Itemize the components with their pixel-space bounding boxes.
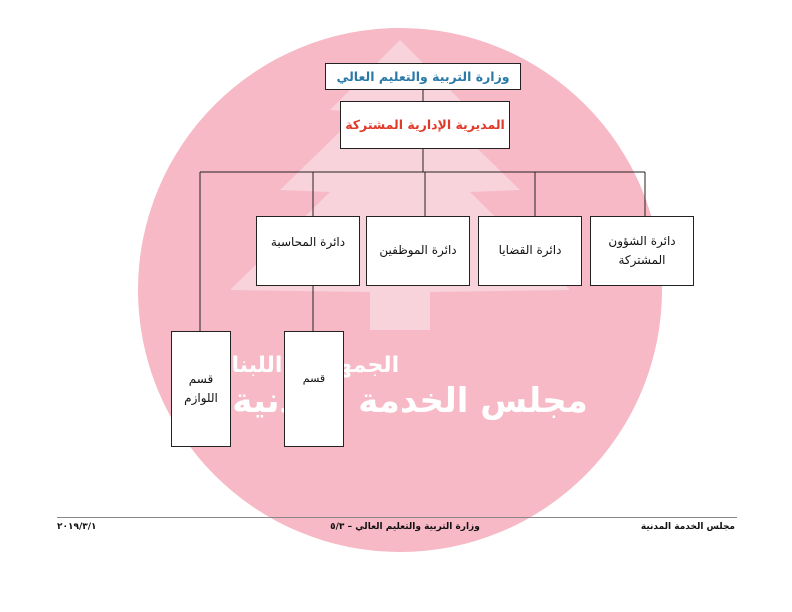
section-supplies: قسم اللوازم bbox=[171, 331, 231, 447]
department-personnel: دائرة الموظفين bbox=[366, 216, 470, 286]
department-label: دائرة الشؤون bbox=[608, 233, 676, 248]
directorate-box: المديرية الإدارية المشتركة bbox=[340, 101, 510, 149]
department-common-affairs: دائرة الشؤون المشتركة bbox=[590, 216, 694, 286]
section-label: قسم bbox=[302, 372, 326, 385]
ministry-label: وزارة التربية والتعليم العالي bbox=[336, 68, 510, 84]
department-label: دائرة القضايا bbox=[498, 243, 562, 258]
department-accounting: دائرة المحاسبة bbox=[256, 216, 360, 286]
footer-organization: مجلس الخدمة المدنية bbox=[640, 522, 735, 532]
department-litigation: دائرة القضايا bbox=[478, 216, 582, 286]
department-label: دائرة الموظفين bbox=[379, 243, 457, 258]
section-label: قسم bbox=[188, 372, 214, 386]
footer-page-reference: وزارة التربية والتعليم العالي – ٥/٣ bbox=[330, 522, 480, 532]
department-label: المشتركة bbox=[618, 253, 666, 267]
section-label: اللوازم bbox=[184, 391, 218, 406]
directorate-label: المديرية الإدارية المشتركة bbox=[345, 117, 505, 132]
ministry-box: وزارة التربية والتعليم العالي bbox=[325, 63, 521, 90]
department-label: دائرة المحاسبة bbox=[270, 235, 346, 249]
section-generic: قسم bbox=[284, 331, 344, 447]
footer-date: ٢٠١٩/٣/١ bbox=[57, 522, 97, 532]
footer-divider bbox=[57, 517, 737, 518]
